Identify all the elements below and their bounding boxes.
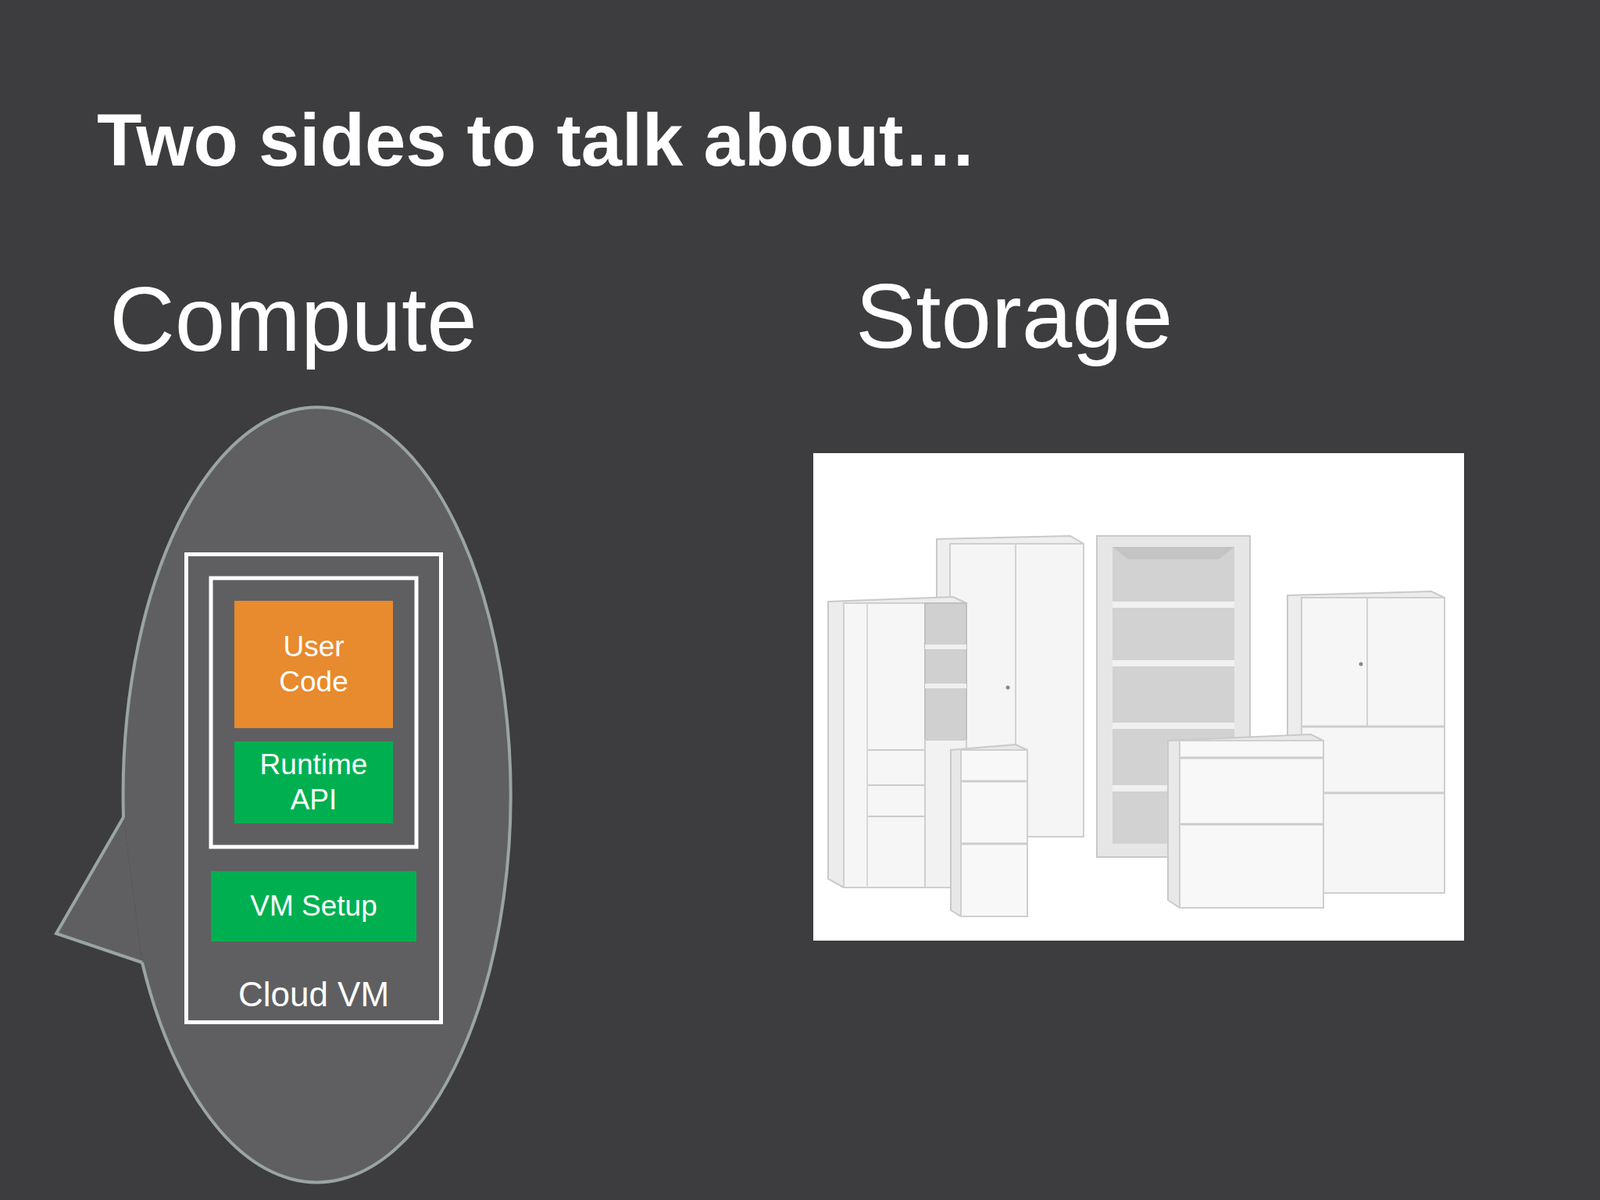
box-label: VM Setup (250, 889, 377, 924)
container-label: Cloud VM (238, 974, 390, 1016)
box-label: Runtime API (246, 747, 381, 818)
section-heading: Compute (109, 267, 478, 372)
vm-setup-box: VM Setup (210, 871, 417, 942)
box-label: User Code (246, 629, 381, 700)
speech-bubble-outline (123, 407, 511, 1183)
storage-photo (813, 453, 1465, 941)
speech-bubble (123, 407, 511, 1183)
section-heading: Storage (855, 264, 1173, 369)
cloud-vm-box: Cloud VM User CodeRuntime API VM Setup (184, 552, 443, 1025)
runtime-api-box: Runtime API (234, 741, 393, 824)
inner-container (210, 578, 417, 847)
speech-bubble-tail (56, 817, 143, 963)
user-code-box: User Code (234, 600, 393, 729)
slide-title: Two sides to talk about… (96, 98, 977, 183)
